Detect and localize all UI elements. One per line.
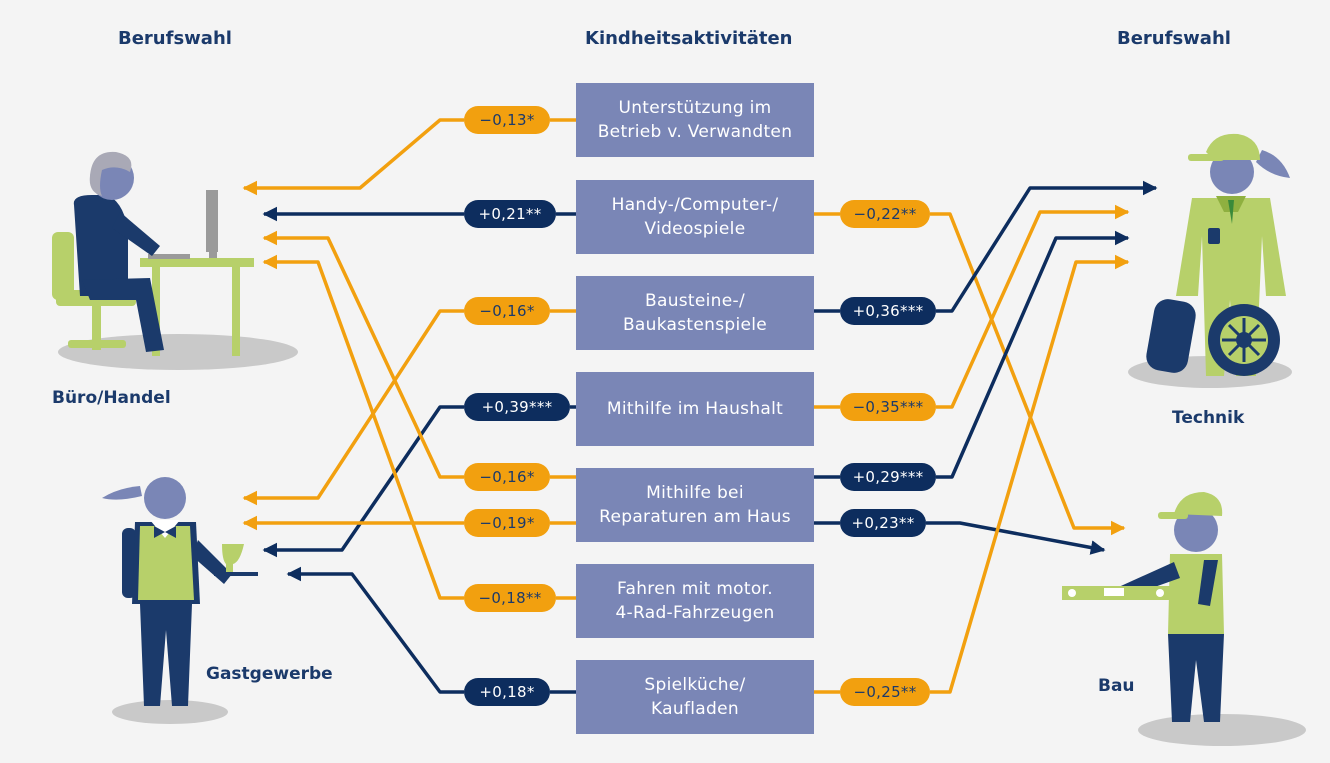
coefficient-pill: +0,23** — [840, 509, 926, 537]
activity-box-repairs: Mithilfe bei Reparaturen am Haus — [576, 468, 814, 542]
coefficient-pill: +0,39*** — [464, 393, 570, 421]
occupation-construction-label: Bau — [1098, 676, 1135, 696]
activity-box-driving: Fahren mit motor. 4-Rad-Fahrzeugen — [576, 564, 814, 638]
arrow-household-to-hospitality — [262, 405, 464, 558]
arrow-driving-to-office — [262, 254, 464, 600]
coefficient-pill: −0,22** — [840, 200, 930, 228]
arrow-bricks-to-technology — [936, 180, 1158, 313]
activity-box-support: Unterstützung im Betrieb v. Verwandten — [576, 83, 814, 157]
occupation-office-label: Büro/Handel — [52, 388, 171, 408]
construction-worker-icon — [1062, 492, 1306, 746]
coefficient-pill: +0,21** — [464, 200, 556, 228]
arrow-games-to-construction — [930, 212, 1126, 536]
occupation-technology-label: Technik — [1172, 408, 1245, 428]
arrow-repairs-to-office — [262, 230, 464, 479]
arrow-repairs-to-construction — [926, 521, 1106, 555]
coefficient-pill: −0,16* — [464, 463, 550, 491]
activity-box-household: Mithilfe im Haushalt — [576, 372, 814, 446]
heading-center: Kindheitsaktivitäten — [585, 28, 793, 49]
coefficient-pill: +0,18* — [464, 678, 550, 706]
coefficient-pill: −0,18** — [464, 584, 556, 612]
coefficient-pill: −0,19* — [464, 509, 550, 537]
activity-box-play-kitchen: Spielküche/ Kaufladen — [576, 660, 814, 734]
mechanic-icon — [1128, 133, 1292, 388]
office-worker-icon — [52, 151, 298, 370]
activity-box-building-blocks: Bausteine-/ Baukastenspiele — [576, 276, 814, 350]
arrow-kitchen-to-technology — [930, 254, 1130, 694]
arrow-household-to-technology — [936, 204, 1130, 409]
coefficient-pill: −0,25** — [840, 678, 930, 706]
arrow-repairs-to-technology — [936, 230, 1130, 479]
coefficient-pill: +0,36*** — [840, 297, 936, 325]
heading-right: Berufswahl — [1117, 28, 1231, 49]
arrow-support-to-office — [242, 118, 464, 196]
coefficient-pill: −0,35*** — [840, 393, 936, 421]
arrow-kitchen-to-hospitality — [286, 566, 464, 694]
coefficient-pill: −0,13* — [464, 106, 550, 134]
arrow-bricks-to-hospitality — [242, 309, 464, 506]
waitress-icon — [102, 477, 258, 724]
heading-left: Berufswahl — [118, 28, 232, 49]
coefficient-pill: +0,29*** — [840, 463, 936, 491]
activity-box-video-games: Handy-/Computer-/ Videospiele — [576, 180, 814, 254]
occupation-hospitality-label: Gastgewerbe — [206, 664, 333, 684]
coefficient-pill: −0,16* — [464, 297, 550, 325]
